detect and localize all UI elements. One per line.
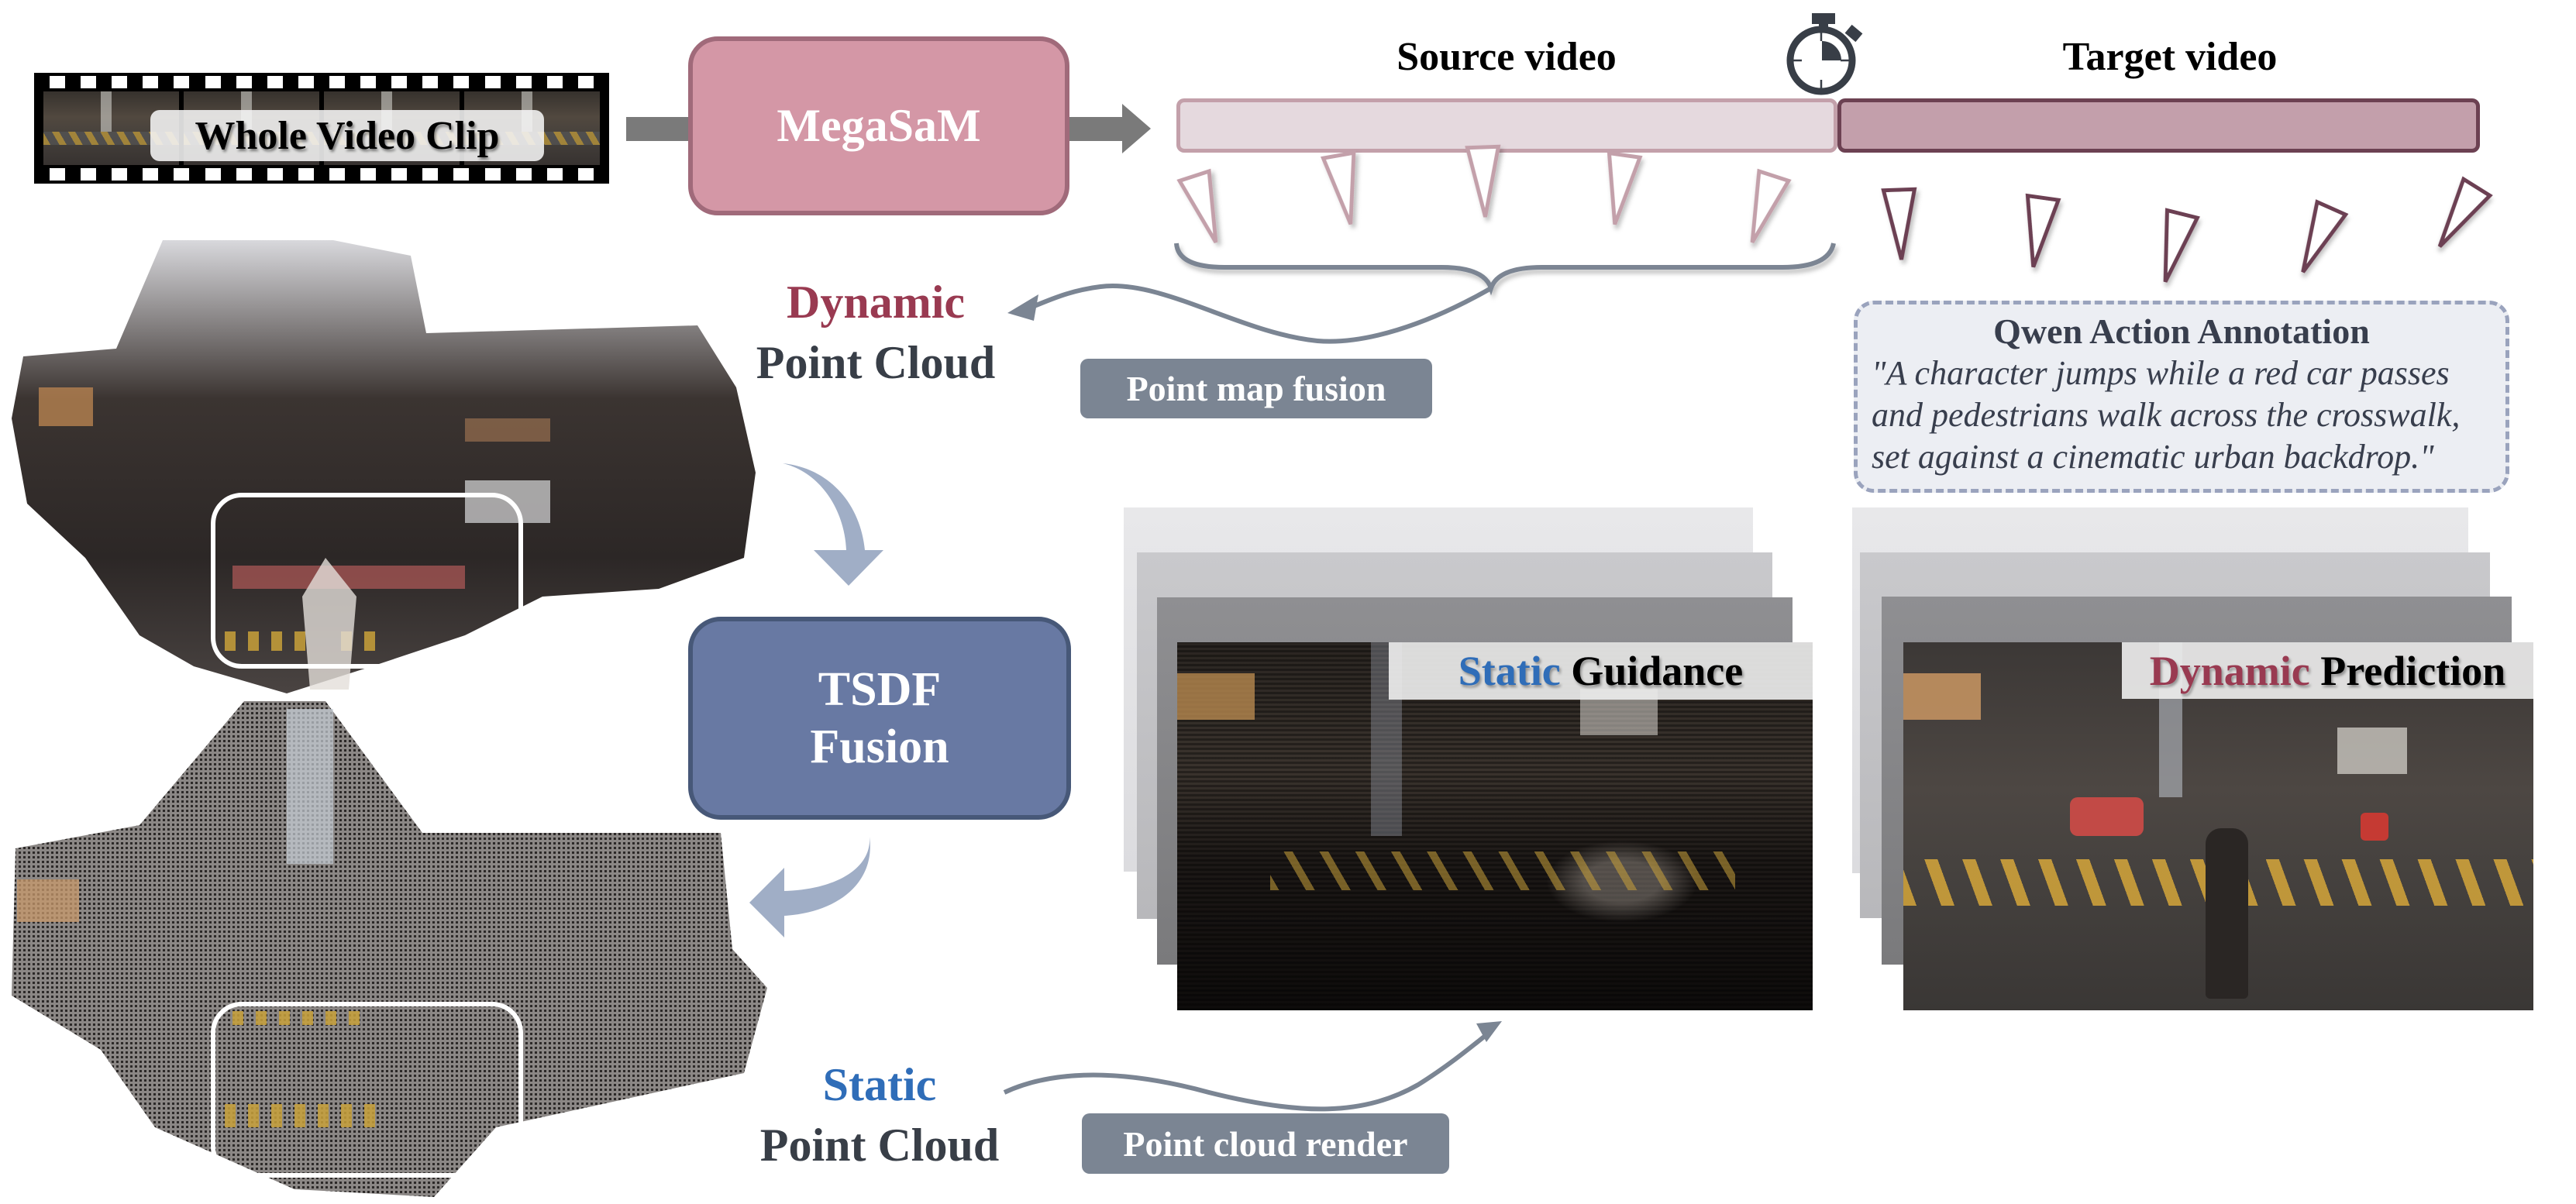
- arrowhead-icon: [1007, 294, 1038, 321]
- arrow-megasam-to-timeline: [1069, 117, 1124, 141]
- dynamic-prediction-label: Dynamic Prediction: [2122, 642, 2533, 699]
- static-point-cloud-render: [12, 701, 767, 1197]
- target-camera-icon: [2437, 176, 2493, 248]
- megasam-label: MegaSaM: [777, 100, 981, 151]
- source-camera-icon: [1176, 168, 1218, 244]
- tsdf-label-line2: Fusion: [810, 721, 949, 773]
- target-camera-icon: [2163, 208, 2200, 283]
- film-sprockets-bottom: [34, 168, 609, 181]
- source-camera-icon: [1465, 144, 1501, 218]
- annotation-title: Qwen Action Annotation: [1993, 311, 2370, 351]
- source-camera-icon: [1320, 150, 1356, 225]
- point-map-fusion-step: Point map fusion: [1080, 359, 1432, 418]
- target-video-label: Target video: [2062, 35, 2278, 79]
- dynamic-prediction-frame: [1903, 642, 2533, 1010]
- dynamic-prediction-accent: Dynamic: [2149, 647, 2310, 694]
- target-video-bar: [1837, 98, 2480, 153]
- dynamic-region-highlight: [211, 493, 523, 669]
- whole-video-clip-filmstrip: Whole Video Clip: [34, 73, 609, 184]
- annotation-line: "A character jumps while a red car passe…: [1872, 354, 2450, 392]
- target-camera-icon: [2301, 199, 2349, 273]
- static-guidance-accent: Static: [1458, 648, 1561, 694]
- arrow-film-to-megasam: [626, 117, 690, 141]
- flow-arrow-to-tsdf: [783, 463, 883, 586]
- source-camera-icon: [1607, 150, 1643, 225]
- stop-sign: [2361, 813, 2388, 841]
- megasam-module: MegaSaM: [688, 36, 1069, 215]
- whole-video-clip-label: Whole Video Clip: [150, 110, 544, 161]
- annotation-line: set against a cinematic urban backdrop.": [1872, 438, 2434, 476]
- annotation-text: "A character jumps while a red car passe…: [1858, 353, 2505, 478]
- source-video-label: Source video: [1396, 35, 1617, 79]
- static-guidance-label: Static Guidance: [1389, 642, 1813, 700]
- character-figure: [2206, 828, 2248, 999]
- dynamic-label: Dynamic: [787, 277, 965, 328]
- tsdf-label-line1: TSDF: [818, 663, 942, 716]
- static-guidance-frame: [1177, 642, 1813, 1010]
- dynamic-point-cloud-label: Point Cloud: [756, 337, 996, 388]
- red-car: [2070, 797, 2144, 836]
- film-sprockets-top: [34, 76, 609, 88]
- dynamic-point-cloud-render: [12, 240, 756, 693]
- tsdf-fusion-module: TSDF Fusion: [688, 617, 1071, 820]
- dynamic-prediction-rest: Prediction: [2320, 647, 2506, 694]
- qwen-action-annotation: Qwen Action Annotation "A character jump…: [1854, 301, 2509, 493]
- static-guidance-rest: Guidance: [1571, 648, 1744, 694]
- source-brace: [1174, 243, 1836, 296]
- static-label: Static: [822, 1059, 937, 1110]
- source-video-bar: [1176, 98, 1837, 153]
- static-cloud-shape: [12, 701, 767, 1197]
- static-region-highlight: [211, 1002, 523, 1178]
- annotation-line: and pedestrians walk across the crosswal…: [1872, 396, 2461, 434]
- point-cloud-render-step: Point cloud render: [1082, 1113, 1449, 1174]
- arrowhead-icon: [1476, 1021, 1502, 1042]
- connector-to-static-guidance: [1003, 1028, 1493, 1112]
- source-camera-icon: [1750, 168, 1792, 244]
- arrowhead-icon: [1122, 104, 1151, 153]
- target-camera-group: [1881, 176, 2493, 283]
- static-point-cloud-label: Point Cloud: [759, 1120, 1000, 1171]
- target-camera-icon: [1881, 187, 1917, 260]
- source-camera-group: [1176, 144, 1792, 244]
- dynamic-cloud-shape: [12, 240, 756, 693]
- connector-to-dynamic: [1022, 284, 1493, 344]
- target-camera-icon: [2025, 193, 2061, 268]
